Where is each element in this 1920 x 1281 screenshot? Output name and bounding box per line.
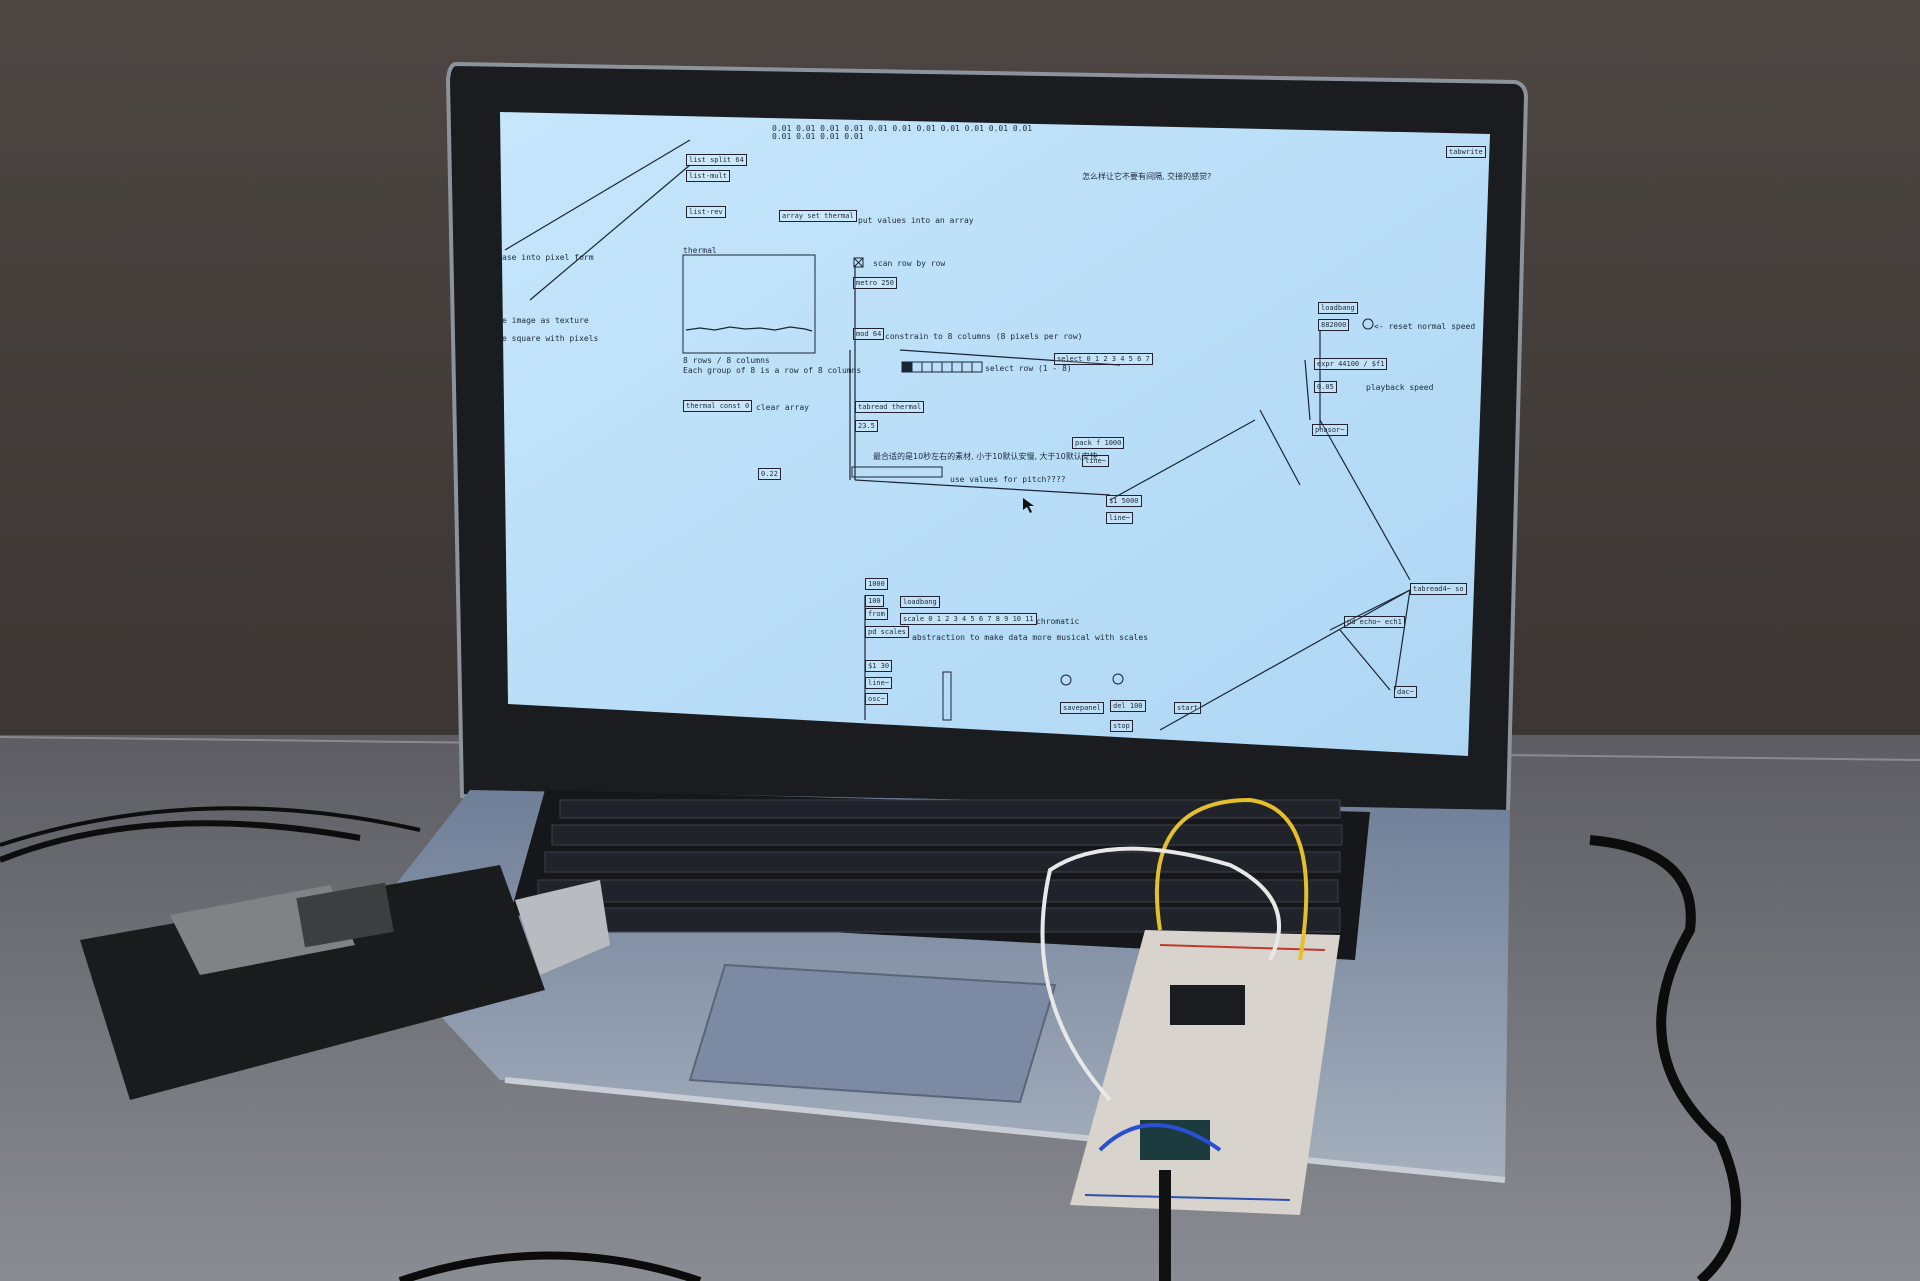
row-group-comment: Each group of 8 is a row of 8 columns: [683, 366, 862, 375]
loadbang-object-b[interactable]: loadbang: [900, 596, 940, 608]
number-1000[interactable]: 1000: [865, 578, 888, 590]
scale-message[interactable]: scale 0 1 2 3 4 5 6 7 8 9 10 11: [900, 613, 1037, 625]
from-object[interactable]: from: [865, 608, 888, 620]
thermal-const-message[interactable]: thermal const 0: [683, 400, 753, 412]
message-5000[interactable]: $1 5000: [1106, 495, 1142, 507]
pack-object[interactable]: pack f 1000: [1072, 437, 1125, 449]
constrain-comment: constrain to 8 columns (8 pixels per row…: [885, 332, 1083, 341]
pd-scales-object[interactable]: pd scales: [865, 626, 909, 638]
chinese-question-comment: 怎么样让它不要有间隔, 交接的感觉?: [1082, 172, 1212, 181]
expr-object[interactable]: expr 44100 / $f1: [1314, 358, 1388, 370]
line-object-b[interactable]: line~: [865, 677, 893, 689]
array-set-message[interactable]: array set thermal: [779, 210, 857, 222]
tabread4-object[interactable]: tabread4~ so: [1410, 583, 1467, 595]
rows-cols-comment: 8 rows / 8 columns: [683, 356, 770, 365]
thermal-array-plot: [685, 326, 813, 332]
audio-recorder: [80, 865, 610, 1100]
hradio: [901, 361, 983, 373]
stop-message[interactable]: stop: [1110, 720, 1133, 732]
number-235[interactable]: 23.5: [855, 420, 878, 432]
line-object-a[interactable]: line~: [1082, 455, 1110, 467]
savepanel-object[interactable]: savepanel: [1060, 702, 1104, 714]
use-values-comment: use values for pitch????: [950, 475, 1066, 484]
del-object[interactable]: del 100: [1110, 700, 1146, 712]
bang-c: [1112, 673, 1124, 685]
select-object[interactable]: select 0 1 2 3 4 5 6 7: [1054, 353, 1153, 365]
line-object-c[interactable]: line~: [1106, 512, 1134, 524]
osc-object[interactable]: osc~: [865, 693, 888, 705]
loadbang-object-a[interactable]: loadbang: [1318, 302, 1358, 314]
echo-object[interactable]: pd echo~ ech1: [1344, 616, 1405, 628]
number-100[interactable]: 100: [865, 595, 884, 607]
keyboard-keys: [529, 799, 1343, 933]
clear-array-comment: clear array: [756, 403, 809, 412]
breadboard: [1070, 930, 1340, 1281]
top-list-message: 0.01 0.01 0.01 0.01 0.01 0.01 0.01 0.01 …: [772, 124, 1033, 133]
top-list-message-2: 0.01 0.01 0.01 0.01: [772, 132, 864, 141]
thermal-array-frame: [682, 254, 816, 354]
mod-object[interactable]: mod 64: [853, 328, 885, 340]
trackpad: [688, 963, 1057, 1104]
chinese-note-comment: 最合适的是10秒左右的素材, 小于10默认安慢, 大于10默认安快: [873, 452, 1098, 461]
array-name-label: thermal: [683, 246, 717, 255]
cable-right: [1589, 835, 1741, 1281]
reset-speed-comment: <- reset normal speed: [1374, 322, 1476, 331]
bang-b: [1060, 674, 1072, 686]
start-message[interactable]: start: [1174, 702, 1202, 714]
list-rev-object[interactable]: list-rev: [686, 206, 726, 218]
toggle-box: [853, 257, 864, 268]
metro-object[interactable]: metro 250: [853, 277, 897, 289]
cable-left: [0, 820, 361, 863]
tabwrite-object[interactable]: tabwrite: [1446, 146, 1486, 158]
wire-yellow: [1154, 797, 1309, 961]
dac-object[interactable]: dac~: [1394, 686, 1417, 698]
number-882000[interactable]: 882000: [1318, 319, 1350, 331]
wire-blue: [1098, 1123, 1222, 1152]
list-mult-object[interactable]: list-mult: [686, 170, 730, 182]
abstraction-comment: abstraction to make data more musical wi…: [912, 633, 1149, 642]
scan-row-comment: scan row by row: [873, 259, 946, 268]
mouse-cursor: [1023, 498, 1034, 513]
wire-white: [1040, 846, 1281, 1102]
square-pixels-comment: e square with pixels: [502, 334, 599, 343]
put-values-comment: put values into an array: [858, 216, 974, 225]
bang-a: [1362, 318, 1374, 330]
list-split-object[interactable]: list split 64: [686, 154, 747, 166]
patch-cords: [504, 139, 1411, 731]
message-30[interactable]: $1 30: [865, 660, 893, 672]
image-texture-comment: e image as texture: [502, 316, 589, 325]
phasor-object[interactable]: phasor~: [1312, 424, 1348, 436]
vslider: [942, 671, 952, 721]
number-022[interactable]: 0.22: [758, 468, 781, 480]
chromatic-comment: chromatic: [1036, 617, 1080, 626]
pixel-form-comment: ase into pixel form: [502, 253, 594, 262]
select-row-comment: select row (1 - 8): [985, 364, 1072, 373]
tabread-object[interactable]: tabread thermal: [855, 401, 925, 413]
playback-speed-comment: playback speed: [1366, 383, 1434, 392]
hslider: [851, 466, 943, 478]
laptop-screen: [500, 112, 1490, 756]
number-005[interactable]: 0.05: [1314, 381, 1337, 393]
